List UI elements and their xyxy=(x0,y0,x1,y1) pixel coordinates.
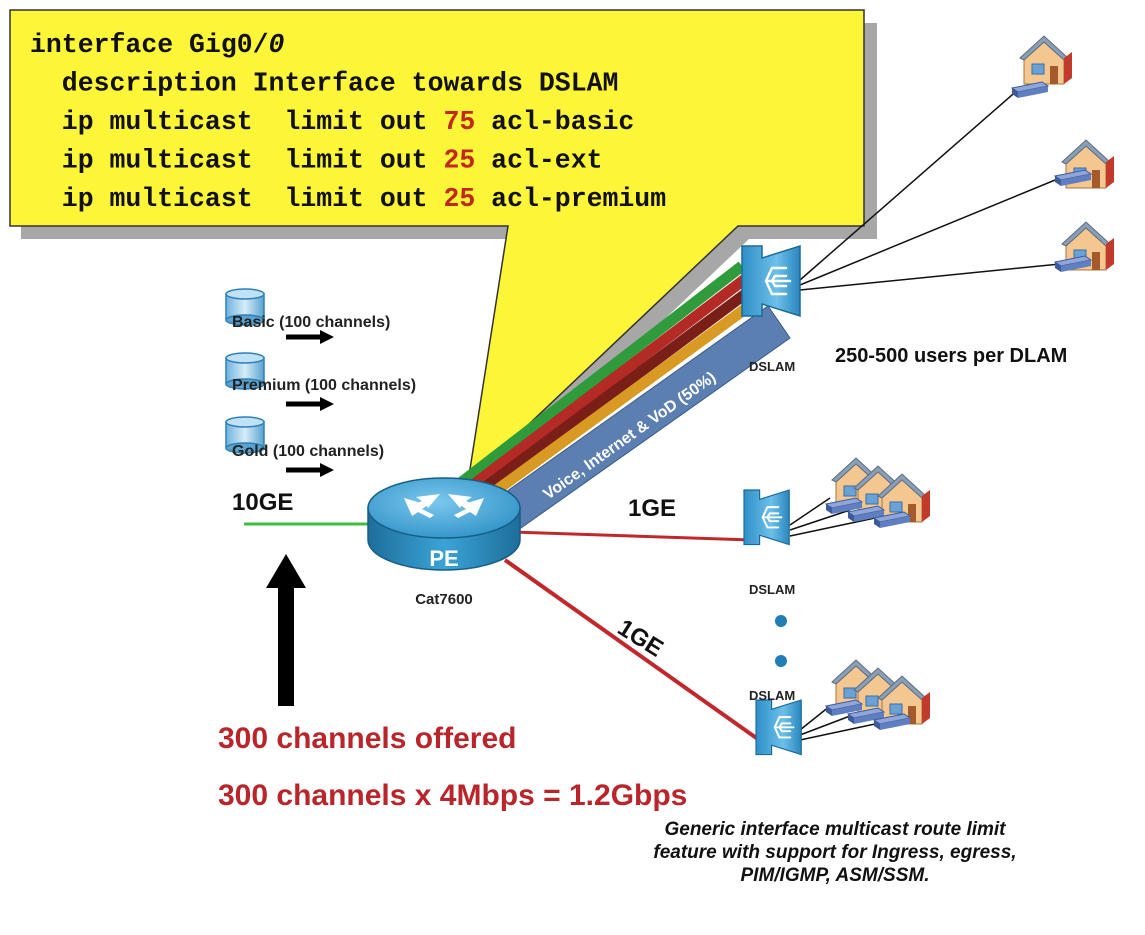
router-arrows-icon xyxy=(404,494,484,518)
config-text-segment: interface Gig0/ xyxy=(30,30,269,60)
pe-router: PE Cat7600 xyxy=(367,477,521,608)
modem-icon xyxy=(1011,81,1049,99)
config-text-segment: ip multicast limit out xyxy=(30,184,443,214)
bundle-link-green xyxy=(450,261,746,493)
arrow-right-icon xyxy=(286,463,334,477)
dslam-1-icon xyxy=(740,244,802,318)
config-code-block: interface Gig0/0 description Interface t… xyxy=(30,30,666,214)
bundle-link-orange xyxy=(471,291,767,511)
channel-source-gold: Gold (100 channels) xyxy=(225,416,384,477)
subscriber-lines xyxy=(789,87,1061,741)
offer-line-2: 300 channels x 4Mbps = 1.2Gbps xyxy=(218,779,687,812)
dslam-3-icon xyxy=(755,699,803,756)
config-text-segment: description Interface towards DSLAM xyxy=(30,69,618,99)
bundle-link-darkred xyxy=(464,281,760,505)
database-icon xyxy=(225,288,265,326)
config-text-segment: ip multicast limit out xyxy=(30,146,443,176)
database-icon xyxy=(225,416,265,454)
link-label-1ge: 1GE xyxy=(628,495,676,522)
link-pe-dslam-2 xyxy=(511,530,753,542)
config-text-segment: 0 xyxy=(269,30,285,60)
router-model: Cat7600 xyxy=(415,591,473,608)
config-callout: interface Gig0/0 description Interface t… xyxy=(9,9,877,495)
channel-source-label: Premium (100 channels) xyxy=(232,377,416,394)
arrow-right-icon xyxy=(286,330,334,344)
dslam-label: DSLAM xyxy=(749,359,795,374)
dslam-2-icon xyxy=(743,489,791,546)
config-limit-value: 75 xyxy=(443,107,475,137)
uplink-label: 10GE xyxy=(232,489,293,516)
config-limit-value: 25 xyxy=(443,146,475,176)
channel-source-premium: Premium (100 channels) xyxy=(225,352,416,411)
house-icon xyxy=(1019,35,1073,85)
database-icon xyxy=(225,352,265,390)
config-text-segment: acl-ext xyxy=(475,146,602,176)
offer-line-1: 300 channels offered xyxy=(218,722,516,755)
house-cluster-icon xyxy=(825,457,931,529)
router-name: PE xyxy=(429,546,458,571)
channel-source-basic: Basic (100 channels) xyxy=(225,288,390,344)
bundle-link-red xyxy=(457,271,753,499)
arrow-right-icon xyxy=(286,397,334,411)
channel-source-label: Gold (100 channels) xyxy=(232,443,384,460)
ellipsis-dot-icon xyxy=(775,655,787,667)
config-text-segment: acl-basic xyxy=(475,107,634,137)
config-limit-value: 25 xyxy=(443,184,475,214)
users-per-dslam: 250-500 users per DLAM xyxy=(835,345,1067,367)
arrow-up-icon xyxy=(266,554,306,706)
ellipsis-dot-icon xyxy=(775,615,787,627)
config-text-segment: ip multicast limit out xyxy=(30,107,443,137)
dslam-label: DSLAM xyxy=(749,688,795,703)
feature-note: Generic interface multicast route limit … xyxy=(653,819,1017,886)
channel-source-label: Basic (100 channels) xyxy=(232,314,390,331)
callout-balloon xyxy=(9,9,865,485)
link-pe-dslam-3 xyxy=(503,558,764,744)
config-text-segment: acl-premium xyxy=(475,184,666,214)
dslam-label: DSLAM xyxy=(749,582,795,597)
